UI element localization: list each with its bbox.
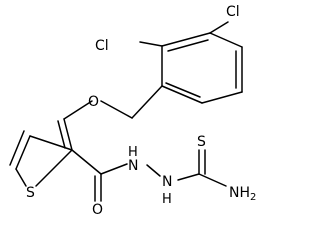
bond-c-cl-left (139, 41, 163, 47)
bond-o-thiophene (63, 100, 93, 120)
atom-nh2-subscript: 2 (250, 192, 256, 203)
atom-nh2-main: NH (229, 185, 250, 201)
atom-cl-left: Cl (95, 38, 109, 54)
atom-s-thione: S (197, 134, 206, 150)
atom-labels: Cl Cl O S O H N N H S NH2 (26, 4, 256, 218)
structure-diagram: Cl Cl O S O H N N H S NH2 (9, 4, 256, 218)
bond-aryl-ch2 (131, 85, 163, 119)
atom-o-carbonyl: O (92, 202, 103, 218)
bond-thiophene-5 (35, 149, 73, 187)
bond-n-c-thione (177, 173, 200, 181)
atom-cl-top: Cl (226, 4, 240, 20)
bond-thiophene-3-inner (9, 130, 25, 166)
bond-thiophene-carbonyl (71, 149, 102, 175)
bond-benzene-1 (209, 32, 243, 48)
bond-benzene-4-inner (165, 82, 201, 98)
bond-thiophene-4 (15, 168, 27, 187)
atom-nh2: NH2 (229, 185, 256, 203)
bond-n-n (146, 164, 161, 177)
bond-benzene-3 (201, 91, 243, 104)
bond-thiophene-3 (15, 135, 31, 170)
bond-benzene-6-inner (167, 39, 209, 52)
bond-benzene-4 (161, 85, 203, 104)
bond-thiophene-1-inner (57, 120, 66, 149)
bond-thiophene-2 (29, 135, 73, 151)
bond-ch2-o (100, 100, 133, 119)
atom-h-1: H (128, 145, 138, 160)
bond-benzene-6 (161, 32, 211, 47)
bond-thiophene-1 (63, 118, 73, 151)
bond-c-cl-top (209, 21, 229, 34)
atom-o-ether: O (88, 94, 99, 110)
atom-h-2: H (162, 192, 172, 207)
atom-s-ring: S (26, 185, 35, 201)
atom-n-1: N (128, 158, 138, 174)
atom-n-2: N (162, 174, 172, 190)
bond-lines (9, 21, 243, 202)
bond-c-nh2 (198, 173, 227, 187)
bond-c-n (100, 163, 128, 175)
